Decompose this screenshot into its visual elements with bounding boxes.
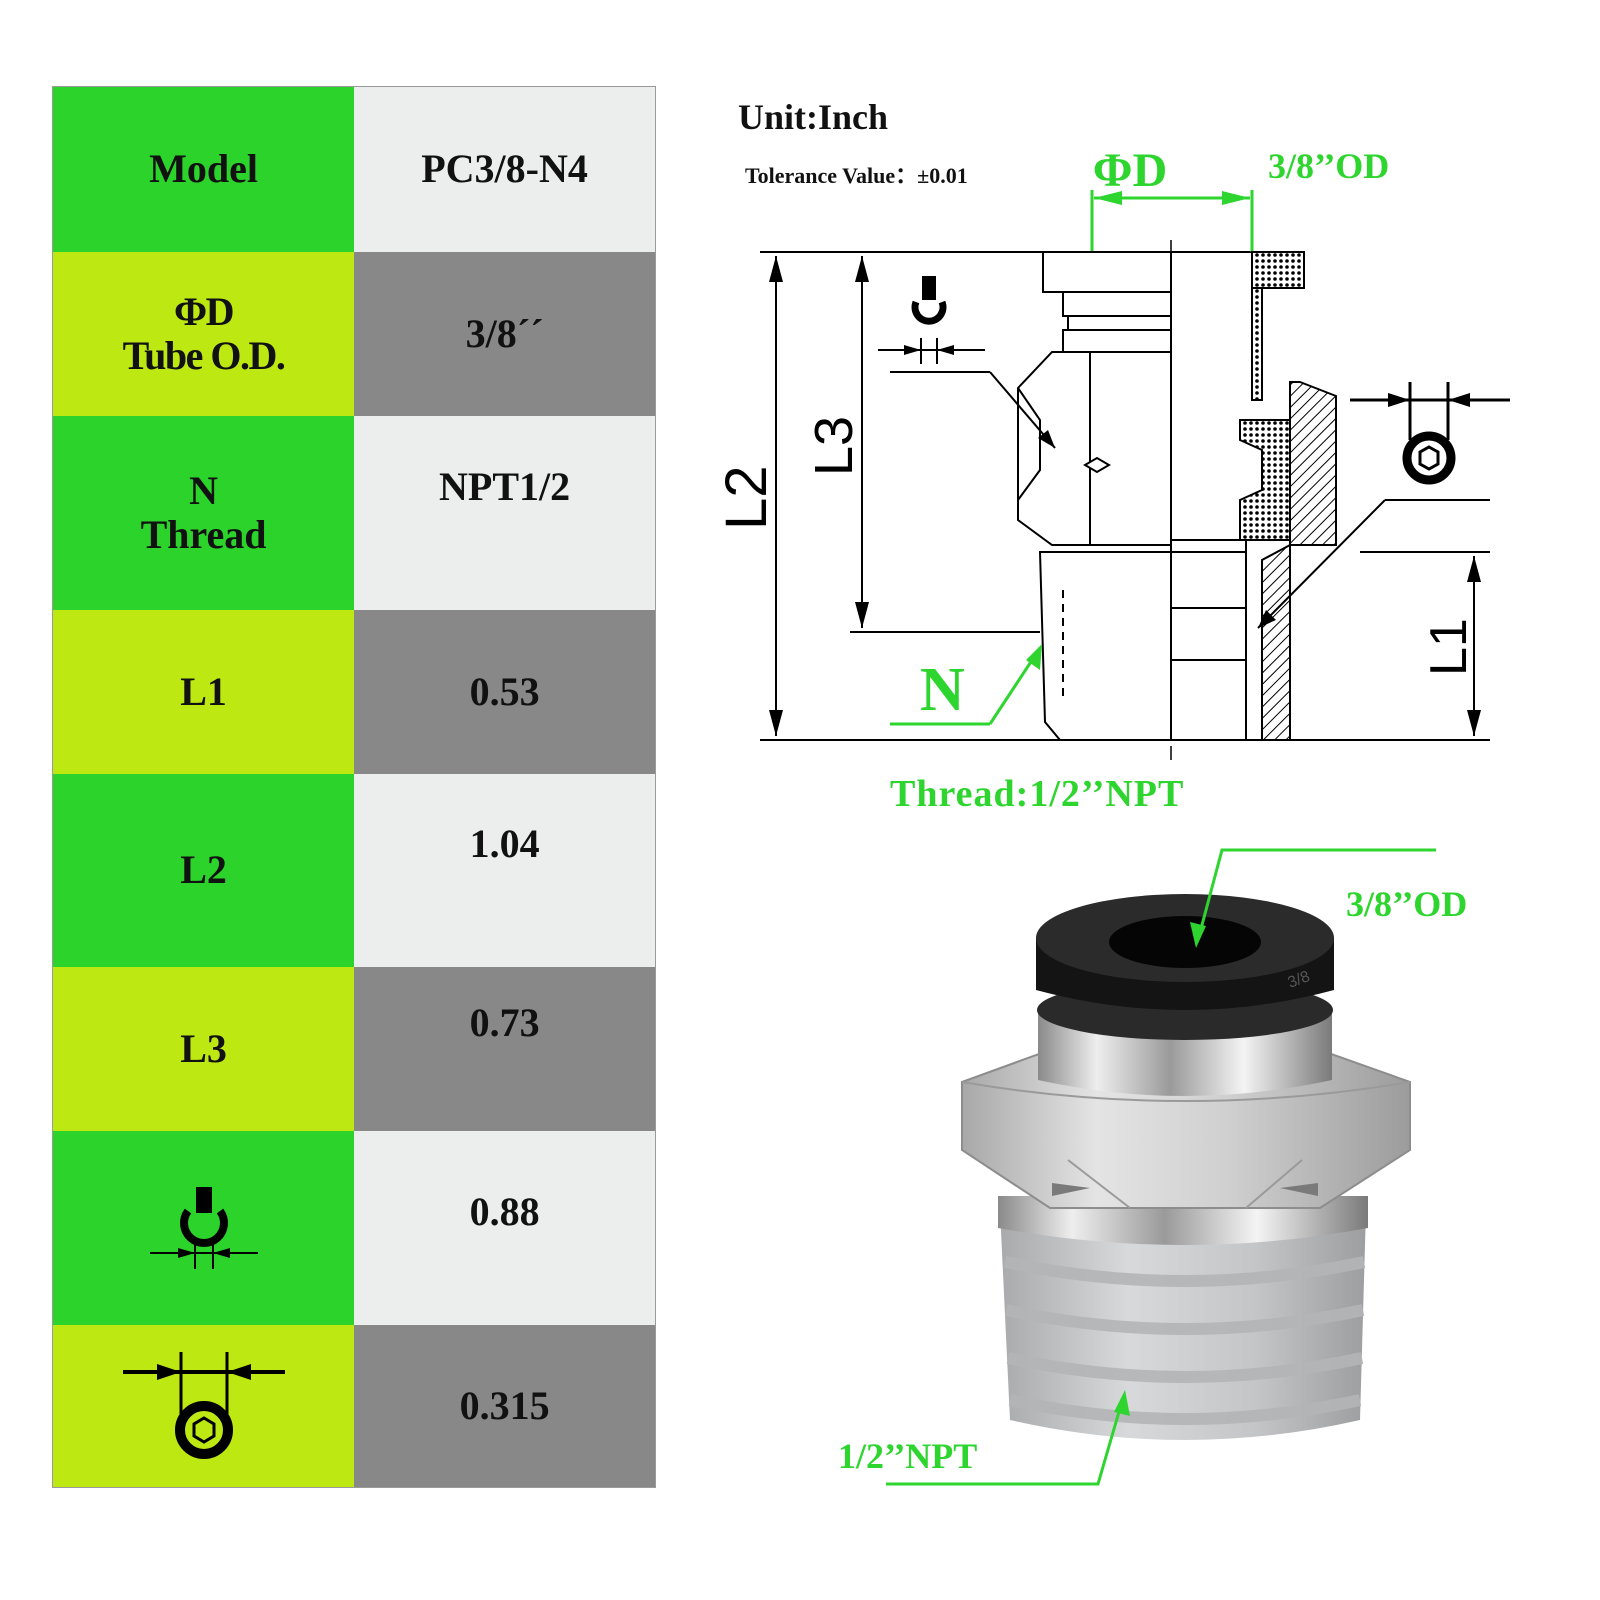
label-cell: L1	[52, 609, 355, 774]
label-cell	[52, 1324, 355, 1488]
npt-callout: 1/2’’NPT	[838, 1436, 977, 1476]
row-value: PC3/8-N4	[421, 146, 588, 192]
table-row: ΦD Tube O.D. 3/8´´	[52, 251, 656, 416]
phi-d-label: ΦD	[1093, 144, 1167, 197]
label-cell	[52, 1130, 355, 1325]
row-value: 0.53	[469, 668, 540, 714]
row-label: N Thread	[140, 467, 267, 557]
l2-label: L2	[714, 465, 779, 530]
label-cell: Model	[52, 86, 355, 252]
technical-drawing: ΦD 3/8’’OD L2 L3 L1 N Thread:1/2’’NPT	[714, 144, 1510, 810]
unit-label: Unit:Inch	[738, 97, 889, 137]
od-callout: 3/8’’OD	[1346, 884, 1467, 924]
table-row: L2 1.04	[52, 773, 656, 967]
row-value: 0.73	[469, 999, 540, 1045]
tolerance-label: Tolerance Value：±0.01	[745, 163, 968, 188]
row-label: ΦD Tube O.D.	[122, 288, 286, 378]
label-cell: N Thread	[52, 415, 355, 610]
value-cell: 0.315	[354, 1324, 656, 1488]
label-cell: ΦD Tube O.D.	[52, 251, 355, 416]
hex-key-width-icon	[1350, 382, 1510, 485]
table-row: N Thread NPT1/2	[52, 415, 656, 610]
wrench-width-icon	[878, 276, 985, 364]
l3-label: L3	[804, 416, 864, 476]
label-cell: L2	[52, 773, 355, 967]
value-cell: 0.53	[354, 609, 656, 774]
thread-label: Thread:1/2’’NPT	[890, 773, 1184, 810]
table-row: L1 0.53	[52, 609, 656, 774]
row-value: 0.88	[469, 1188, 540, 1234]
n-label: N	[920, 656, 965, 724]
fitting-photo: 3/8 3/8’’OD 1/2’’NPT	[838, 848, 1467, 1486]
value-cell: NPT1/2	[354, 415, 656, 610]
row-value: 1.04	[469, 821, 540, 866]
row-label: L1	[180, 668, 227, 714]
row-label: L3	[180, 1025, 227, 1071]
table-row: Model PC3/8-N4	[52, 86, 656, 252]
hex-key-width-icon	[122, 1351, 285, 1459]
table-row: L3 0.73	[52, 966, 656, 1131]
value-cell: 0.88	[354, 1130, 656, 1325]
od-label: 3/8’’OD	[1268, 146, 1389, 186]
row-label: Model	[149, 146, 258, 192]
value-cell: 3/8´´	[354, 251, 656, 416]
row-value: 3/8´´	[465, 310, 544, 356]
collet-marking: 3/8	[1286, 968, 1313, 992]
value-cell: 1.04	[354, 773, 656, 967]
l1-label: L1	[1420, 618, 1478, 676]
table-row: 0.315	[52, 1324, 656, 1488]
value-cell: 0.73	[354, 966, 656, 1131]
value-cell: PC3/8-N4	[354, 86, 656, 252]
row-value: 0.315	[459, 1382, 550, 1428]
spec-table: Model PC3/8-N4 ΦD Tube O.D. 3/8´´ N Thre…	[52, 86, 656, 1488]
label-cell: L3	[52, 966, 355, 1131]
row-value: NPT1/2	[439, 463, 571, 509]
row-label: L2	[180, 847, 227, 892]
wrench-width-icon	[149, 1186, 258, 1269]
table-row: 0.88	[52, 1130, 656, 1325]
